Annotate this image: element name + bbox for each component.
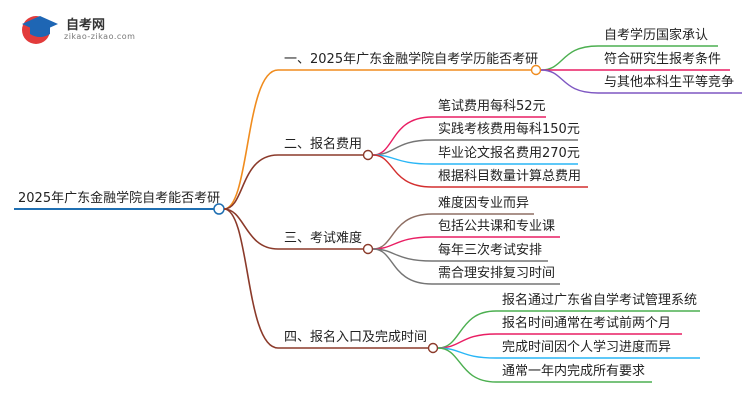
leaf-4-1: 报名通过广东省自学考试管理系统 xyxy=(502,293,698,308)
branch-label-3: 三、考试难度 xyxy=(284,231,363,246)
logo-title: 自考网 xyxy=(66,18,106,33)
edge-root-branch1 xyxy=(223,69,279,210)
edge-b4-leaf2 xyxy=(437,333,497,349)
graduation-cap-icon xyxy=(22,16,58,44)
edge-root-branch2 xyxy=(223,154,279,210)
branch3-node xyxy=(362,243,374,255)
leaf-1-3: 与其他本科生平等竞争 xyxy=(604,75,735,90)
branch-label-4: 四、报名入口及完成时间 xyxy=(284,330,428,345)
branch-label-2: 二、报名费用 xyxy=(284,137,363,152)
edge-b3-leaf4 xyxy=(372,248,433,285)
leaf-3-4: 需合理安排复习时间 xyxy=(438,266,556,281)
leaf-3-3: 每年三次考试安排 xyxy=(438,243,543,258)
leaf-4-3: 完成时间因个人学习进度而异 xyxy=(502,340,672,355)
edge-b2-leaf1 xyxy=(372,116,433,156)
edge-b2-leaf3 xyxy=(372,154,433,165)
edge-b3-leaf2 xyxy=(372,236,433,250)
leaf-3-2: 包括公共课和专业课 xyxy=(438,219,556,234)
leaf-4-4: 通常一年内完成所有要求 xyxy=(502,364,646,379)
logo: 自考网 zikao-zikao.com xyxy=(18,10,168,50)
edge-b2-leaf2 xyxy=(372,139,433,156)
edge-b1-leaf1 xyxy=(540,45,599,71)
branch4-node xyxy=(427,342,439,354)
branch1-node xyxy=(530,64,542,76)
leaf-1-2: 符合研究生报考条件 xyxy=(604,52,722,67)
edge-b3-leaf1 xyxy=(372,213,433,250)
edge-b4-leaf4 xyxy=(437,347,497,383)
edge-b2-leaf4 xyxy=(372,154,433,188)
edge-b4-leaf1 xyxy=(437,310,497,349)
branch-label-1: 一、2025年广东金融学院自考学历能否考研 xyxy=(284,52,539,67)
edge-root-branch4 xyxy=(223,208,279,349)
leaf-3-1: 难度因专业而异 xyxy=(438,196,530,211)
leaf-4-2: 报名时间通常在考试前两个月 xyxy=(502,316,672,331)
edge-b1-leaf3 xyxy=(540,69,599,94)
leaf-2-2: 实践考核费用每科150元 xyxy=(438,122,580,137)
logo-subtitle: zikao-zikao.com xyxy=(64,32,136,41)
leaf-2-1: 笔试费用每科52元 xyxy=(438,99,546,114)
branch2-node xyxy=(362,149,374,161)
leaf-1-1: 自考学历国家承认 xyxy=(604,28,709,43)
leaf-2-4: 根据科目数量计算总费用 xyxy=(438,169,582,184)
root-label: 2025年广东金融学院自考能否考研 xyxy=(18,191,221,206)
edge-root-branch3 xyxy=(223,208,279,250)
leaf-2-3: 毕业论文报名费用270元 xyxy=(438,146,580,161)
